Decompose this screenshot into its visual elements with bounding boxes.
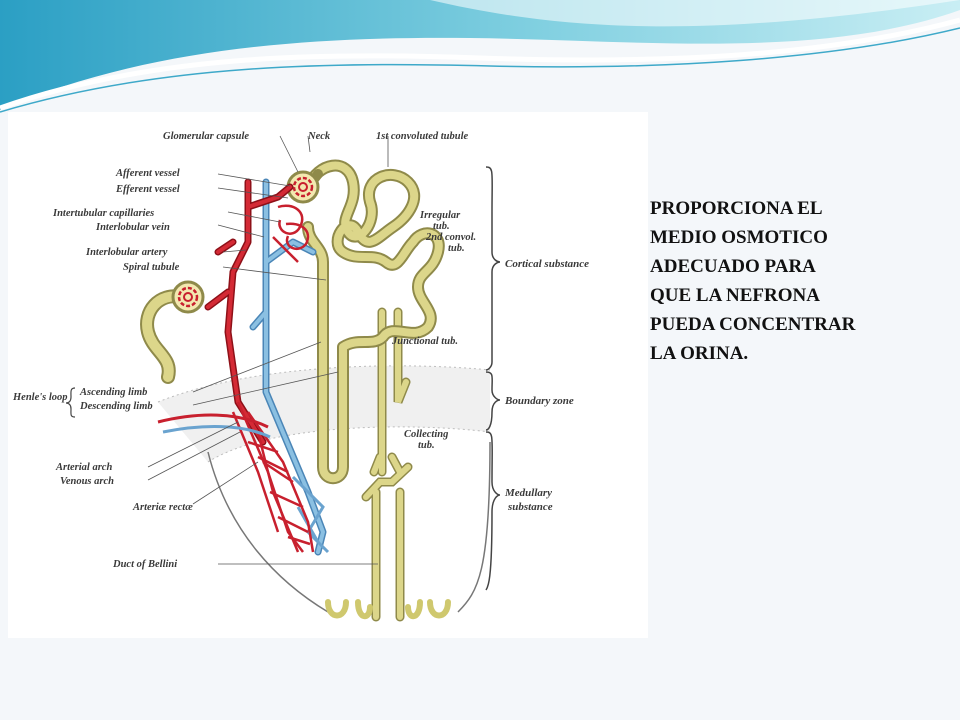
label-efferent-vessel: Efferent vessel <box>115 184 180 195</box>
caption-line: LA ORINA. <box>650 343 749 364</box>
label-collecting-tub: tub. <box>418 440 435 451</box>
label-second-convol: 2nd convol. <box>425 232 476 243</box>
label-boundary-zone: Boundary zone <box>504 395 574 407</box>
label-neck: Neck <box>307 131 331 142</box>
label-henles-loop: Henle's loop <box>12 392 68 403</box>
caption-line: PROPORCIONA EL <box>650 198 823 219</box>
nephron-diagram: Glomerular capsule Neck 1st convoluted t… <box>8 112 648 638</box>
label-irregular-tub: tub. <box>433 221 450 232</box>
caption-text: PROPORCIONA EL MEDIO OSMOTICO ADECUADO P… <box>650 194 950 368</box>
label-glomerular-capsule: Glomerular capsule <box>163 131 249 142</box>
glomerulus-lower <box>171 280 205 314</box>
glomerulus-upper <box>286 170 320 204</box>
label-interlobular-vein: Interlobular vein <box>95 222 170 233</box>
label-afferent-vessel: Afferent vessel <box>115 168 180 179</box>
label-intertubular-capillaries: Intertubular capillaries <box>52 208 154 219</box>
label-interlobular-artery: Interlobular artery <box>85 247 168 258</box>
caption-line: PUEDA CONCENTRAR <box>650 314 856 335</box>
label-cortical-substance: Cortical substance <box>505 258 589 270</box>
label-duct-of-bellini: Duct of Bellini <box>112 559 177 570</box>
label-medullary: Medullary <box>504 487 552 499</box>
nephron-illustration: Glomerular capsule Neck 1st convoluted t… <box>12 131 589 622</box>
label-descending-limb: Descending limb <box>79 401 153 412</box>
label-arteriae-rectae: Arteriæ rectæ <box>132 502 193 513</box>
label-irregular: Irregular <box>419 210 461 221</box>
label-collecting: Collecting <box>404 429 448 440</box>
label-venous-arch: Venous arch <box>60 476 114 487</box>
label-junctional-tub: Junctional tub. <box>391 336 458 347</box>
label-spiral-tubule: Spiral tubule <box>123 262 180 273</box>
header-wave-decoration <box>0 0 960 120</box>
label-arterial-arch: Arterial arch <box>55 462 112 473</box>
label-ascending-limb: Ascending limb <box>79 387 147 398</box>
caption-line: MEDIO OSMOTICO <box>650 227 828 248</box>
caption-line: QUE LA NEFRONA <box>650 285 820 306</box>
label-medullary-substance: substance <box>507 501 553 513</box>
caption-line: ADECUADO PARA <box>650 256 816 277</box>
label-first-convoluted: 1st convoluted tubule <box>376 131 469 142</box>
label-second-convol-tub: tub. <box>448 243 465 254</box>
